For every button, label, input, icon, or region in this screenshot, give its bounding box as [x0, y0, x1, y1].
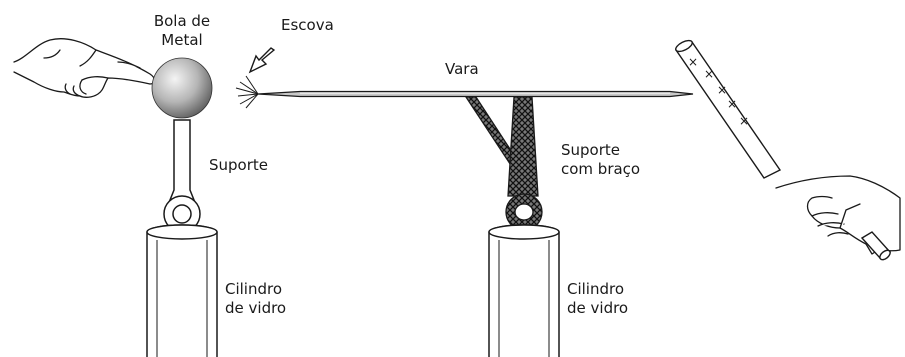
rod-label: Vara — [445, 60, 479, 78]
charge-mark: × — [688, 55, 698, 69]
left-glass-cylinder-shape — [146, 224, 218, 357]
metal-ball-shape — [151, 57, 213, 119]
charged-glass-rod-shape — [674, 39, 782, 179]
support-arm-label-line1: Suporte — [561, 141, 621, 159]
support-arm-label-line2: com braço — [561, 160, 641, 178]
charge-mark: × — [717, 83, 727, 97]
left-hand-icon — [13, 38, 156, 98]
right-glass-cylinder-shape — [488, 224, 560, 357]
metal-ball-label-line2: Metal — [161, 31, 203, 49]
charge-mark: × — [727, 97, 737, 111]
rod-end-shape — [860, 231, 892, 261]
glass-cylinder-left-label: Cilindro de vidro — [225, 280, 286, 318]
rod-shape — [257, 90, 694, 98]
glass-cylinder-left-label-line1: Cilindro — [225, 280, 283, 298]
support-arm-shape — [464, 96, 543, 231]
brush-label: Escova — [281, 16, 334, 34]
glass-cylinder-right-label-line1: Cilindro — [567, 280, 625, 298]
support-arm-label: Suporte com braço — [561, 141, 640, 179]
brush-arrow-icon — [248, 47, 276, 74]
glass-cylinder-right-label-line2: de vidro — [567, 299, 629, 317]
support-label: Suporte — [209, 156, 269, 174]
glass-cylinder-right-label: Cilindro de vidro — [567, 280, 628, 318]
charge-mark: × — [739, 114, 749, 128]
charge-mark: × — [704, 67, 714, 81]
left-support-shape — [163, 119, 201, 233]
metal-ball-label-line1: Bola de — [153, 12, 211, 30]
glass-cylinder-left-label-line2: de vidro — [225, 299, 287, 317]
metal-ball-label: Bola de Metal — [143, 12, 221, 50]
brush-icon — [235, 75, 259, 109]
charge-marks: × × × × × — [688, 55, 749, 128]
